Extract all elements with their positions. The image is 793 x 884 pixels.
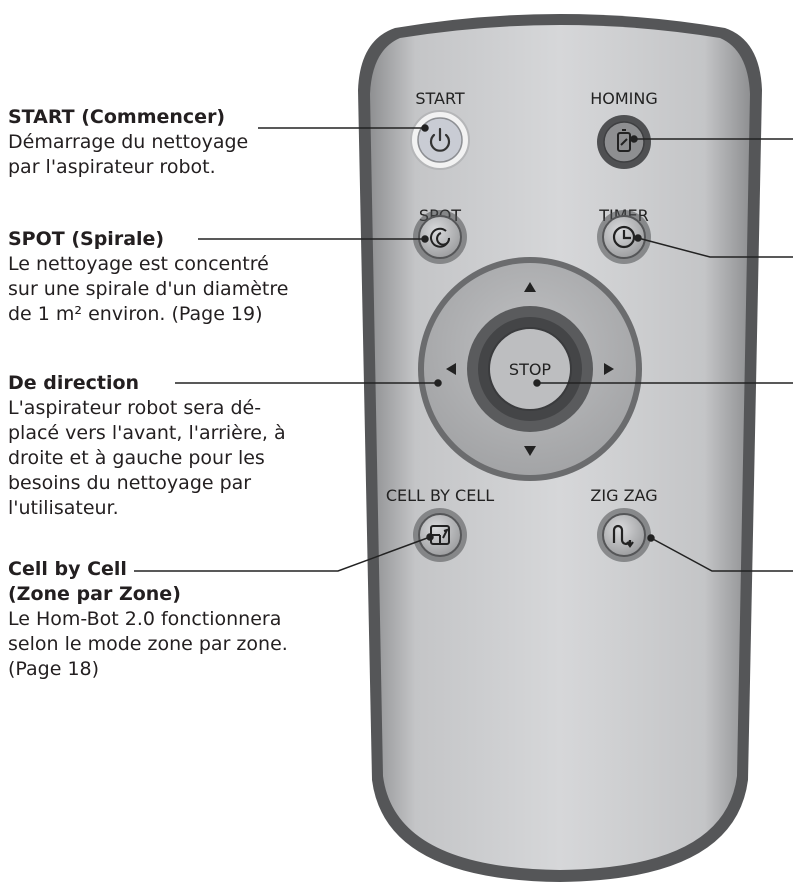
- cell-by-cell-button[interactable]: CELL BY CELL: [386, 486, 494, 562]
- cell-by-cell-label: CELL BY CELL: [386, 486, 494, 505]
- zigzag-icon: [612, 524, 634, 548]
- start-body: Démarrage du nettoyage par l'aspirateur …: [8, 131, 249, 178]
- cell-title-line2: (Zone par Zone): [8, 583, 181, 605]
- cell-title-line1: Cell by Cell: [8, 558, 127, 580]
- spot-body: Le nettoyage est concentré sur une spira…: [8, 253, 289, 325]
- arrow-down-icon: [524, 446, 536, 456]
- spot-description: SPOT (Spirale) Le nettoyage est concentr…: [8, 227, 288, 327]
- start-label: START: [415, 89, 465, 108]
- cell-description: Cell by Cell (Zone par Zone) Le Hom-Bot …: [8, 557, 288, 682]
- direction-description: De direction L'aspirateur robot sera dé-…: [8, 371, 286, 521]
- callout-lines: [134, 124, 793, 572]
- stop-label: STOP: [509, 360, 552, 379]
- spot-button[interactable]: SPOT: [413, 206, 467, 264]
- arrow-up-icon: [524, 282, 536, 292]
- cell-body: Le Hom-Bot 2.0 fonctionnera selon le mod…: [8, 608, 288, 680]
- direction-title: De direction: [8, 372, 140, 394]
- timer-button[interactable]: TIMER: [597, 206, 651, 264]
- zig-zag-label: ZIG ZAG: [590, 486, 657, 505]
- spiral-icon: [430, 227, 451, 248]
- clock-icon: [612, 225, 636, 249]
- spot-title: SPOT (Spirale): [8, 228, 165, 250]
- start-title: START (Commencer): [8, 106, 226, 128]
- zig-zag-button[interactable]: ZIG ZAG: [590, 486, 658, 562]
- power-icon: [429, 127, 451, 152]
- arrow-right-icon: [604, 363, 614, 375]
- homing-button[interactable]: HOMING: [590, 89, 658, 169]
- stop-button[interactable]: STOP: [467, 306, 593, 432]
- battery-icon: [617, 129, 631, 152]
- arrow-left-icon: [446, 363, 456, 375]
- direction-body: L'aspirateur robot sera dé- placé vers l…: [8, 397, 286, 519]
- start-description: START (Commencer) Démarrage du nettoyage…: [8, 105, 248, 180]
- homing-label: HOMING: [590, 89, 658, 108]
- start-button[interactable]: START: [410, 89, 470, 170]
